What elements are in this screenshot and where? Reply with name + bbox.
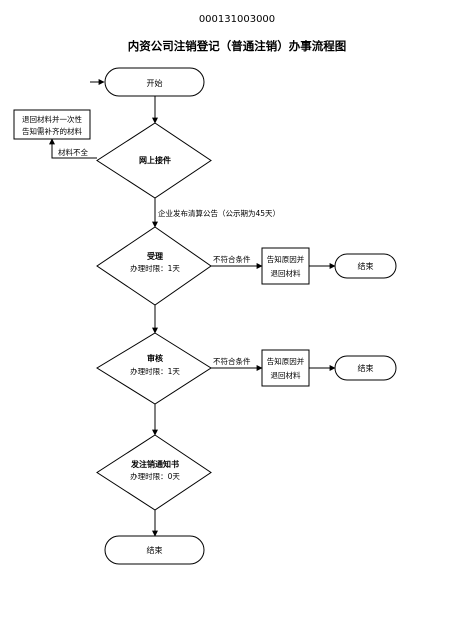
reject1-line1: 告知原因并 <box>267 254 305 264</box>
document-code: 000131003000 <box>198 14 276 25</box>
review-decision <box>96 332 212 405</box>
end-main-label: 结束 <box>147 545 163 555</box>
end-terminal-reject-1 <box>334 253 397 279</box>
reject-box-2 <box>261 349 310 387</box>
online-accept-decision <box>96 122 212 199</box>
return-materials-line2: 告知需补齐的材料 <box>22 126 82 136</box>
end-reject2-label: 结束 <box>358 363 374 373</box>
end-terminal-main <box>104 535 205 565</box>
accept-time: 办理时限：1天 <box>130 263 180 273</box>
online-accept-label: 网上接件 <box>139 155 171 165</box>
accept-decision <box>96 226 212 306</box>
review-title: 审核 <box>147 353 163 363</box>
reject2-line2: 退回材料 <box>271 370 301 380</box>
review-time: 办理时限：1天 <box>130 366 180 376</box>
reject2-line1: 告知原因并 <box>267 356 305 366</box>
return-materials-box <box>13 109 91 140</box>
return-materials-line1: 退回材料并一次性 <box>22 114 82 124</box>
notice-title: 发注销通知书 <box>130 459 179 469</box>
end-terminal-reject-2 <box>334 355 397 381</box>
reject-box-1 <box>261 247 310 285</box>
edge-incomplete-return <box>49 138 97 159</box>
notice-time: 办理时限：0天 <box>130 471 180 481</box>
connectors <box>49 79 336 537</box>
start-terminal <box>104 67 205 97</box>
end-reject1-label: 结束 <box>358 261 374 271</box>
edge-label-publish-notice: 企业发布清算公告（公示期为45天） <box>158 208 280 218</box>
edge-label-not-compliant-1: 不符合条件 <box>213 254 251 264</box>
start-label: 开始 <box>147 78 163 88</box>
edge-label-incomplete: 材料不全 <box>58 147 88 157</box>
accept-title: 受理 <box>147 251 163 261</box>
document-title: 内资公司注销登记（普通注销）办事流程图 <box>127 39 347 53</box>
notice-decision <box>96 434 212 511</box>
edge-label-not-compliant-2: 不符合条件 <box>213 356 251 366</box>
reject1-line2: 退回材料 <box>271 268 301 278</box>
